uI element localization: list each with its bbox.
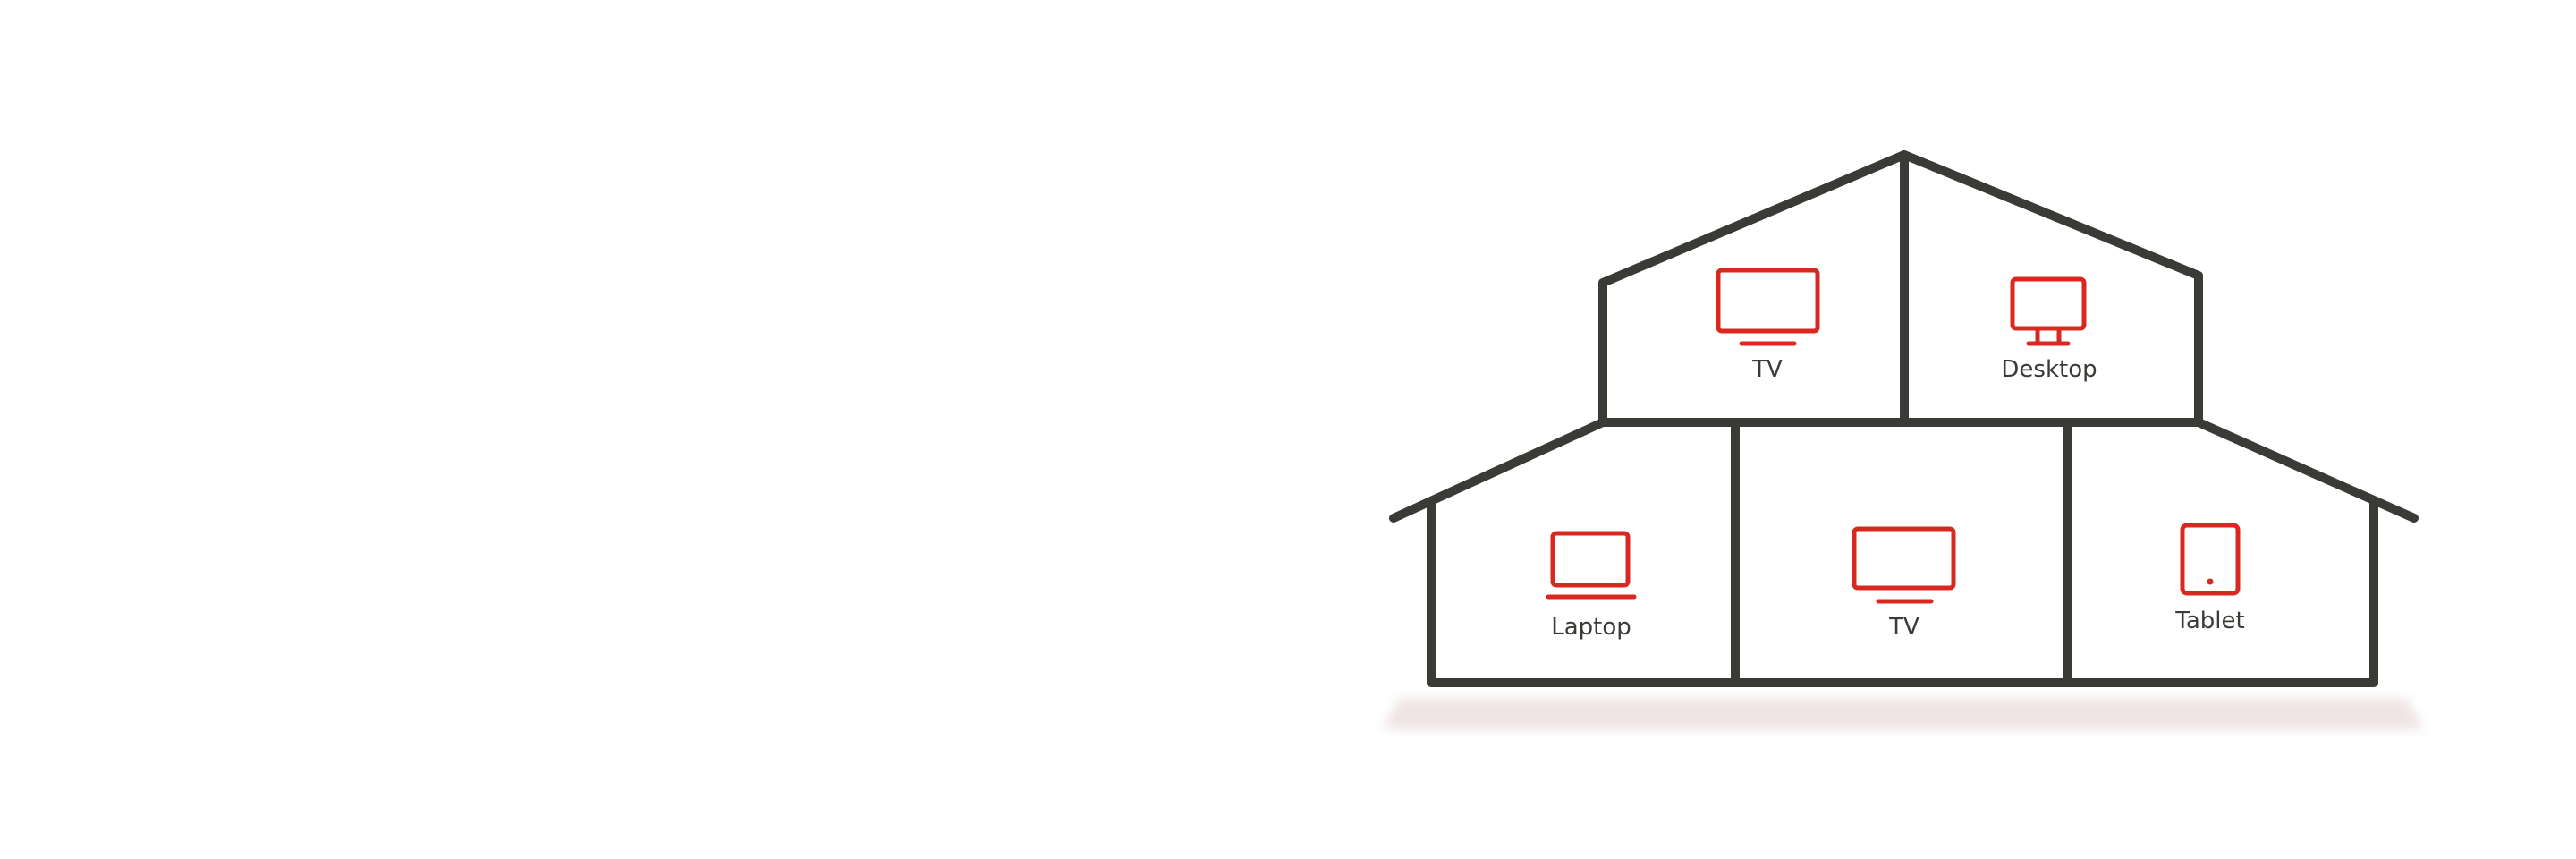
lower-walls [1427, 497, 2378, 687]
room-lower-left: Laptop [1546, 531, 1637, 641]
room-label-lower-right: Tablet [2174, 608, 2244, 634]
room-label-lower-middle: TV [1888, 614, 1919, 641]
room-upper-right: Desktop [2001, 276, 2097, 383]
room-lower-middle: TV [1852, 526, 1956, 641]
room-label-upper-left: TV [1751, 356, 1783, 383]
right-lower-roof [2194, 418, 2419, 523]
desktop-icon [2010, 276, 2087, 346]
tv-icon [1852, 526, 1956, 604]
house-outline [1389, 150, 2419, 687]
room-label-upper-right: Desktop [2001, 356, 2097, 383]
laptop-icon [1546, 531, 1637, 600]
tablet-icon [2180, 523, 2241, 596]
ground-shadow [1382, 698, 2424, 729]
room-label-lower-left: Laptop [1551, 614, 1631, 641]
tv-icon [1716, 268, 1820, 346]
room-upper-left: TV [1716, 268, 1820, 383]
left-lower-roof [1389, 418, 1607, 523]
room-lower-right: Tablet [2174, 523, 2245, 634]
